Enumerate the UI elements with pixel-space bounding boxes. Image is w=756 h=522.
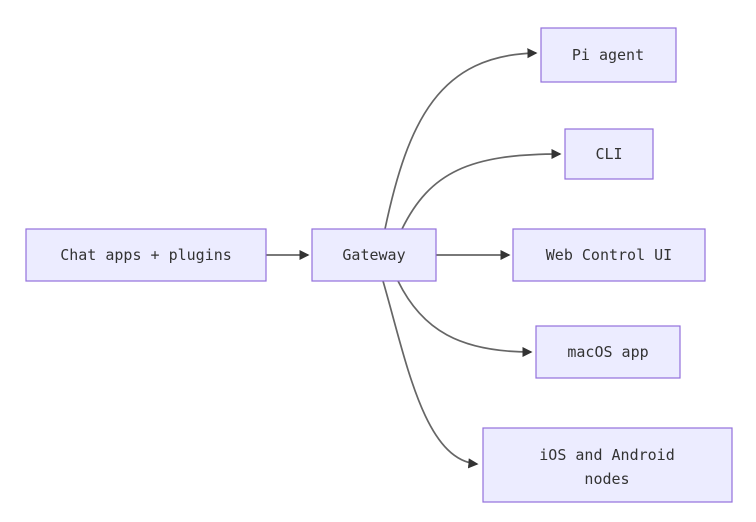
edge-gateway-to-macos-app xyxy=(397,280,533,358)
node-web-control-ui: Web Control UI xyxy=(512,228,706,282)
node-cli-label: CLI xyxy=(595,145,622,163)
node-ios-android-nodes: iOS and Android nodes xyxy=(482,427,733,503)
node-web-control-ui-box xyxy=(512,228,706,282)
edge-gateway-to-pi-agent xyxy=(384,48,538,230)
node-cli: CLI xyxy=(564,128,654,180)
node-chat-apps-plugins-label: Chat apps + plugins xyxy=(60,246,232,264)
edge-gateway-to-ios-android-nodes xyxy=(382,280,479,469)
node-chat-apps-plugins: Chat apps + plugins xyxy=(25,228,267,282)
node-macos-app: macOS app xyxy=(535,325,681,379)
node-web-control-ui-label: Web Control UI xyxy=(546,246,672,264)
node-gateway-box xyxy=(311,228,437,282)
node-cli-box xyxy=(564,128,654,180)
node-gateway: Gateway xyxy=(311,228,437,282)
node-ios-android-nodes-box xyxy=(482,427,733,503)
node-pi-agent-label: Pi agent xyxy=(572,46,644,64)
edge-layer xyxy=(266,48,562,469)
node-chat-apps-plugins-box xyxy=(25,228,267,282)
node-ios-android-nodes-label-line1: iOS and Android xyxy=(539,446,674,464)
edge-gateway-to-cli xyxy=(401,148,562,230)
node-gateway-label: Gateway xyxy=(342,246,405,264)
node-pi-agent: Pi agent xyxy=(540,27,677,83)
node-macos-app-box xyxy=(535,325,681,379)
node-macos-app-label: macOS app xyxy=(567,343,648,361)
node-ios-android-nodes-label-line2: nodes xyxy=(584,470,629,488)
node-pi-agent-box xyxy=(540,27,677,83)
